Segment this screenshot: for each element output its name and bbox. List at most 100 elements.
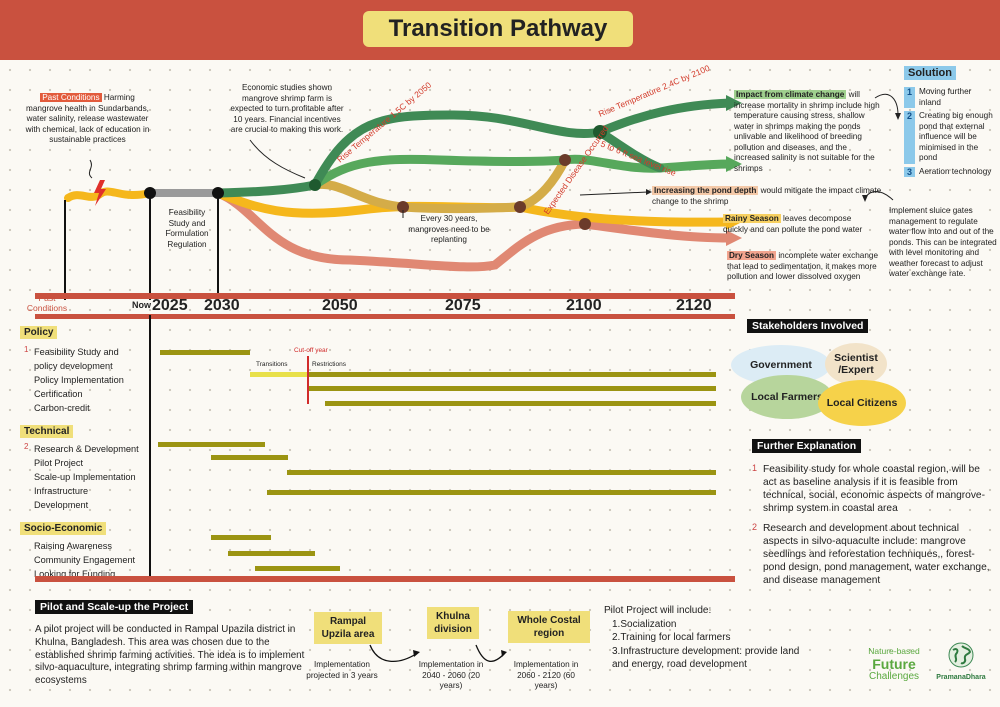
further-num: 1 bbox=[752, 463, 758, 473]
pilot-section: Pilot and Scale-up the Project A pilot p… bbox=[35, 597, 305, 688]
gantt-row-label: Community Engagement bbox=[34, 555, 136, 565]
restrictions-label: Restrictions bbox=[312, 361, 346, 368]
pramanadhara-text: PramanaDhara bbox=[936, 674, 986, 681]
gantt-row-label: Infrastructure bbox=[34, 486, 89, 496]
gantt-bottom-bar bbox=[35, 576, 735, 582]
past-line bbox=[64, 187, 154, 202]
stakeholders-tag: Stakeholders Involved bbox=[747, 319, 869, 333]
rainy-tag: Rainy Season bbox=[723, 214, 781, 223]
node-olive bbox=[397, 201, 409, 213]
solution-list: 1 Moving further inland 2 Creating big e… bbox=[904, 87, 994, 177]
pond-arrow bbox=[579, 191, 649, 196]
pilot-include-item: 1.Socialization bbox=[612, 618, 677, 630]
past-conditions-note: Past Conditions Harming mangrove health … bbox=[25, 93, 150, 146]
gantt-bar-scaleup bbox=[287, 470, 716, 475]
further-item: 1 Feasibility study for whole coastal re… bbox=[752, 463, 992, 515]
gantt-bar-community bbox=[228, 551, 315, 556]
technical-tag: Technical bbox=[20, 425, 74, 438]
impl-rampal: Implementation projected in 3 years bbox=[306, 660, 378, 680]
further-item: 2 Research and development about technic… bbox=[752, 522, 992, 587]
solution-box: Solution 1 Moving further inland 2 Creat… bbox=[904, 63, 994, 177]
socio-rows: Raising Awareness Community Engagement L… bbox=[20, 539, 150, 581]
nbfc-line3: Challenges bbox=[868, 671, 920, 682]
arrow-green-top bbox=[726, 95, 742, 111]
past-conditions-text: Harming mangrove health in Sundarbands, … bbox=[25, 93, 150, 144]
green-lower-path bbox=[310, 154, 735, 190]
pathway-diagram: Rise Temperature 1.5C by 2050 Rise Tempe… bbox=[64, 63, 901, 300]
nbfc-line2: Future bbox=[872, 656, 916, 672]
feasibility-note: Feasibility Study and Formulation Regula… bbox=[165, 208, 209, 249]
econ-arrow bbox=[249, 139, 306, 179]
solution-item: 3 Aeration technology bbox=[904, 166, 994, 177]
timeline-bar bbox=[35, 293, 735, 299]
timeline-bar-2 bbox=[35, 314, 735, 319]
year-2075: 2075 bbox=[445, 297, 481, 314]
further-text: Feasibility study for whole coastal regi… bbox=[763, 464, 985, 514]
solution-text: Creating big enough pond that external i… bbox=[919, 111, 993, 162]
further-tag: Further Explanation bbox=[752, 439, 862, 453]
node-2090 bbox=[514, 201, 526, 213]
cutoff-line bbox=[307, 356, 309, 404]
arrow-salmon bbox=[726, 230, 742, 246]
sluice-note: Implement sluice gates management to reg… bbox=[889, 206, 997, 278]
gantt-bar-infrastructure bbox=[267, 490, 716, 495]
pilot-include: Pilot Project will include: 1.Socializat… bbox=[604, 604, 814, 672]
replant-note: Every 30 years, mangroves need to be rep… bbox=[408, 214, 490, 244]
solution-item: 2 Creating big enough pond that external… bbox=[904, 111, 994, 164]
impact-text: will increase mortality in shrimp includ… bbox=[734, 90, 880, 173]
lightning-icon bbox=[94, 180, 106, 206]
gantt-bar-awareness bbox=[211, 535, 271, 540]
arrow-green-mid bbox=[726, 156, 742, 172]
cutoff-label: Cut-off year bbox=[294, 347, 328, 354]
pilot-tag: Pilot and Scale-up the Project bbox=[35, 600, 194, 614]
policy-num: 1 bbox=[24, 345, 29, 354]
impact-note: Impact from climate change will increase… bbox=[734, 90, 884, 174]
dry-text: incomplete water exchange that lead to s… bbox=[727, 251, 879, 281]
solution-item: 1 Moving further inland bbox=[904, 87, 994, 108]
past-conditions-tag: Past Conditions bbox=[40, 93, 102, 102]
pilot-arrows bbox=[369, 644, 507, 662]
curly-arrow bbox=[88, 159, 93, 179]
place-rampal: Rampal Upzila area bbox=[314, 612, 382, 644]
dry-note: Dry Season incomplete water exchange tha… bbox=[727, 251, 882, 283]
node-2045 bbox=[309, 179, 321, 191]
gantt-bar-carbon bbox=[325, 401, 716, 406]
timeline-now: Now bbox=[132, 300, 151, 310]
dry-tag: Dry Season bbox=[727, 251, 777, 260]
label-rise15: Rise Temperature 1.5C by 2050 bbox=[335, 80, 433, 165]
gantt-row-label: Raising Awareness bbox=[34, 541, 112, 551]
further-num: 2 bbox=[752, 522, 758, 532]
gantt-bar-transitions bbox=[250, 372, 308, 377]
node-disease bbox=[559, 154, 571, 166]
policy-rows: 1 Feasibility Study and policy developme… bbox=[20, 345, 150, 415]
rainy-note: Rainy Season leaves decompose quickly an… bbox=[723, 214, 873, 235]
pond-depth-text: would mitigate the impact climate change… bbox=[652, 186, 882, 206]
economic-note: Economic studies shown mangrove shrimp f… bbox=[230, 83, 344, 134]
pilot-text: A pilot project will be conducted in Ram… bbox=[35, 624, 305, 687]
policy-tag: Policy bbox=[20, 326, 58, 339]
salmon-path bbox=[213, 188, 735, 272]
pramanadhara-logo: PramanaDhara bbox=[930, 641, 992, 681]
pond-depth-tag: Increasing the pond depth bbox=[652, 186, 759, 195]
gantt-row-label: Scale-up Implementation bbox=[34, 472, 136, 482]
gantt-bar-research bbox=[158, 442, 265, 447]
solution-num: 3 bbox=[904, 166, 916, 177]
rainy-text: leaves decompose quickly and can pollute… bbox=[723, 214, 863, 234]
gantt-row-label: Certification bbox=[34, 389, 83, 399]
gantt-row-label: policy development bbox=[34, 361, 113, 371]
stakeholder-citizens: Local Citizens bbox=[818, 380, 906, 426]
olive-path bbox=[310, 155, 570, 214]
stakeholders-section: Stakeholders Involved bbox=[747, 316, 987, 426]
timeline-past: Past Conditions bbox=[26, 293, 68, 313]
stakeholder-scientist: Scientist /Expert bbox=[825, 343, 887, 385]
arrow-khulna-coastal bbox=[475, 644, 505, 662]
pilot-include-item: 2.Training for local farmers bbox=[612, 632, 731, 643]
nbfc-logo: Nature-based Future Challenges bbox=[858, 646, 930, 682]
node-salmon bbox=[579, 218, 591, 230]
gantt-row-label: Policy Implementation bbox=[34, 375, 124, 385]
gantt-row-label: Feasibility Study and bbox=[34, 347, 119, 357]
socio-tag: Socio-Economic bbox=[20, 522, 107, 535]
year-2030: 2030 bbox=[204, 297, 240, 314]
gantt-row-label: Looking for Funding bbox=[34, 569, 116, 579]
gantt-bar-feasibility bbox=[160, 350, 250, 355]
